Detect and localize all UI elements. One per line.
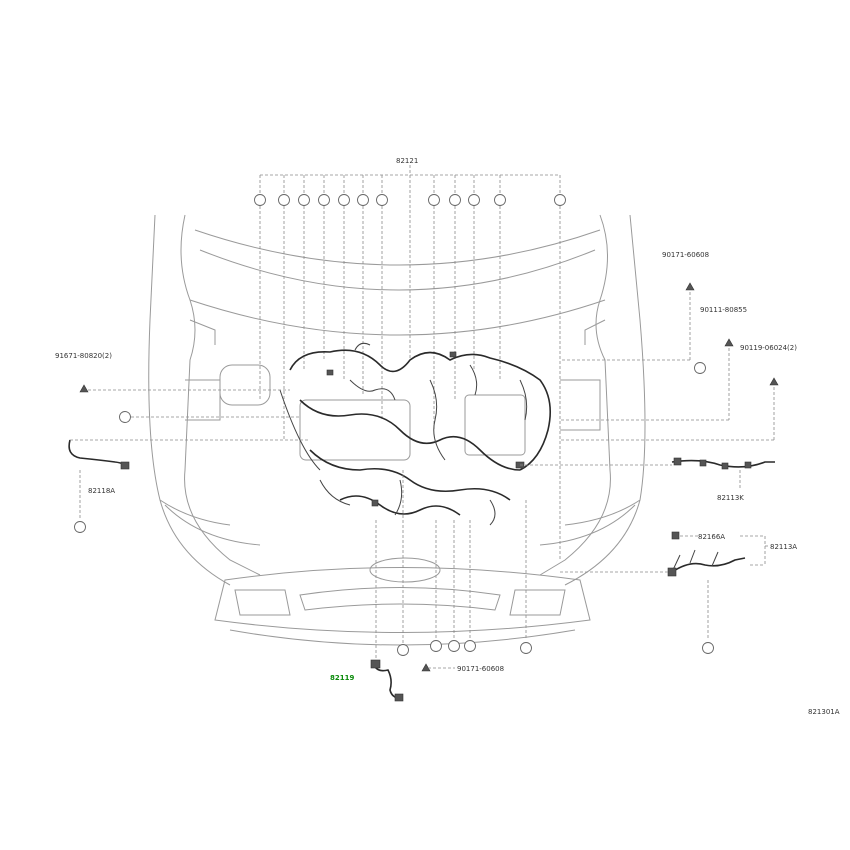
- bolt-icon: [685, 282, 695, 291]
- bolt-label-3: 90119-06024(2): [740, 344, 797, 352]
- bolt-icon: [79, 384, 89, 393]
- bolt-icon: [769, 377, 779, 386]
- main-harness-callouts: 82121: [254, 157, 566, 560]
- figure-code: 821301A: [808, 708, 840, 716]
- bottom-callouts: 82119 90171-60608: [330, 470, 532, 702]
- highlighted-part-label: 82119: [330, 674, 354, 682]
- bolt-bottom-label: 90171-60608: [457, 665, 504, 673]
- left-fasteners: 91671-80820(2) 82118A: [55, 352, 310, 533]
- left-harness-wire: [68, 439, 129, 469]
- sensor-wire: [375, 662, 401, 699]
- bolt-label-1: 90171-60608: [662, 251, 709, 259]
- connector-group-label: 82113A: [770, 543, 797, 551]
- connector-group: 82166A 82113A: [560, 531, 797, 654]
- top-right-fasteners: 90171-60608 90111-80855 90119-06024(2): [560, 251, 797, 441]
- vehicle-outline: [148, 214, 646, 646]
- bolt-label-left: 91671-80820(2): [55, 352, 112, 360]
- engine-wire-harness: [279, 342, 551, 526]
- left-harness-label: 82118A: [88, 487, 115, 495]
- connector-a-label: 82166A: [698, 533, 725, 541]
- bolt-icon: [421, 663, 431, 672]
- main-harness-label: 82121: [396, 157, 418, 165]
- bolt-label-2: 90111-80855: [700, 306, 747, 314]
- right-harness-label: 82113K: [717, 494, 744, 502]
- callout-row: [254, 194, 566, 206]
- bolt-icon: [724, 338, 734, 347]
- right-harness: 82113K: [520, 457, 775, 502]
- right-harness-wire: [671, 459, 775, 468]
- connector-wire: [671, 557, 746, 573]
